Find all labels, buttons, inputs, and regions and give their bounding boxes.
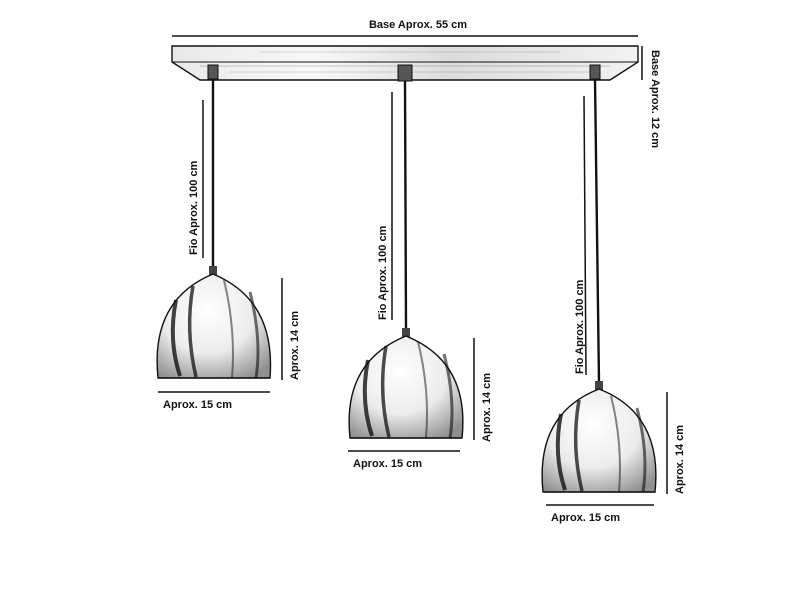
base-width-dimension: Base Aprox. 55 cm [172,19,638,37]
base-width-label: Base Aprox. 55 cm [369,19,467,31]
width-right-label: Aprox. 15 cm [551,512,620,524]
height-left-label: Aprox. 14 cm [289,311,301,380]
wire-clamp-right [589,64,601,80]
wire-right-label: Fio Aprox. 100 cm [574,279,586,374]
width-left-label: Aprox. 15 cm [163,399,232,411]
height-right-label: Aprox. 14 cm [674,425,686,494]
wire-right [593,78,601,384]
socket-left [209,266,217,276]
height-center-label: Aprox. 14 cm [481,373,493,442]
wire-right-dimension: Fio Aprox. 100 cm [574,95,587,376]
shade-left [156,273,272,379]
shade-center [348,335,464,439]
width-right-dimension: Aprox. 15 cm [546,504,654,524]
wire-clamp-center [397,64,413,82]
wire-center-dimension: Fio Aprox. 100 cm [377,92,393,320]
pendant-center [348,64,464,439]
wire-left-dimension: Fio Aprox. 100 cm [188,100,204,258]
width-center-dimension: Aprox. 15 cm [348,450,460,470]
pendant-left [156,64,272,379]
wire-left-label: Fio Aprox. 100 cm [188,160,200,255]
wire-center-label: Fio Aprox. 100 cm [377,225,389,320]
height-center-dimension: Aprox. 14 cm [473,338,493,442]
width-left-dimension: Aprox. 15 cm [158,391,270,411]
height-right-dimension: Aprox. 14 cm [666,392,686,494]
shade-right [541,388,657,493]
height-left-dimension: Aprox. 14 cm [281,278,301,380]
wire-clamp-left [207,64,219,80]
wire-center [403,80,408,331]
width-center-label: Aprox. 15 cm [353,458,422,470]
socket-right [595,381,603,391]
base-depth-label: Base Aprox. 12 cm [649,50,661,148]
base-depth-dimension: Base Aprox. 12 cm [641,46,661,148]
socket-center [402,328,410,338]
pendant-right [541,64,657,493]
